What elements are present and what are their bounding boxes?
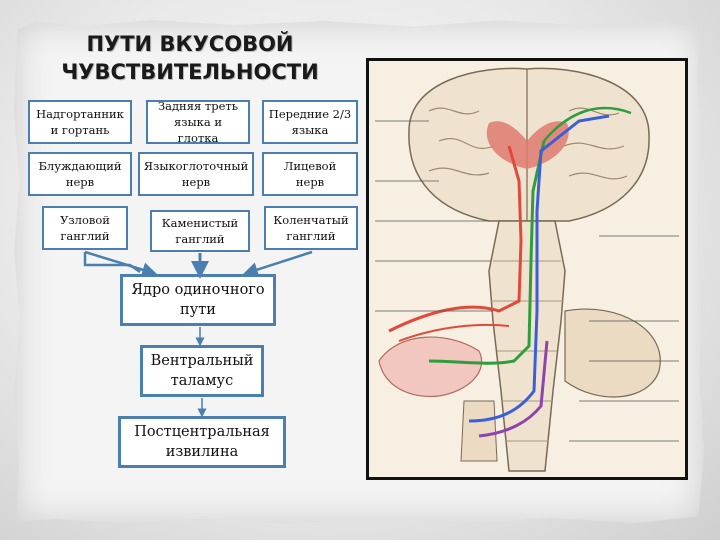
pathway-purple xyxy=(478,340,549,438)
pathway-red xyxy=(388,145,523,333)
arrow-geniculate-to-nucleus xyxy=(242,250,313,277)
arrow-nodose-to-nucleus-diag xyxy=(84,250,158,277)
box-ganglion-geniculate: Коленчатый ганглий xyxy=(264,206,358,250)
pathway-red-2 xyxy=(398,323,510,342)
pathway-blue xyxy=(468,114,610,423)
box-nerve-facial: Лицевой нерв xyxy=(262,152,358,196)
box-nerve-vagus: Блуждающий нерв xyxy=(28,152,132,196)
box-ganglion-petrosal: Каменистый ганглий xyxy=(150,210,250,252)
thalamus-red xyxy=(486,121,569,169)
box-region-anterior-tongue: Передние 2/3 языка xyxy=(262,100,358,144)
slide-title: ПУТИ ВКУСОВОЙ ЧУВСТВИТЕЛЬНОСТИ xyxy=(61,32,319,84)
box-ventral-thalamus: Вентральный таламус xyxy=(140,345,264,397)
box-region-posterior-tongue: Задняя треть языка и глотка xyxy=(146,99,250,145)
box-region-larynx: Надгортанник и гортань xyxy=(28,100,132,144)
anatomy-illustration xyxy=(375,67,679,472)
cerebellum-shape xyxy=(564,308,661,398)
box-postcentral-gyrus: Постцентральная извилина xyxy=(118,416,286,468)
larynx-shape xyxy=(460,400,498,462)
box-nerve-glossopharyngeal: Языкоглоточный нерв xyxy=(138,152,254,196)
tongue-shape xyxy=(378,336,483,398)
pathway-green-upper xyxy=(543,106,632,142)
anatomy-figure xyxy=(366,58,688,480)
pathway-green xyxy=(428,140,546,365)
box-ganglion-nodose: Узловой ганглий xyxy=(42,206,128,250)
